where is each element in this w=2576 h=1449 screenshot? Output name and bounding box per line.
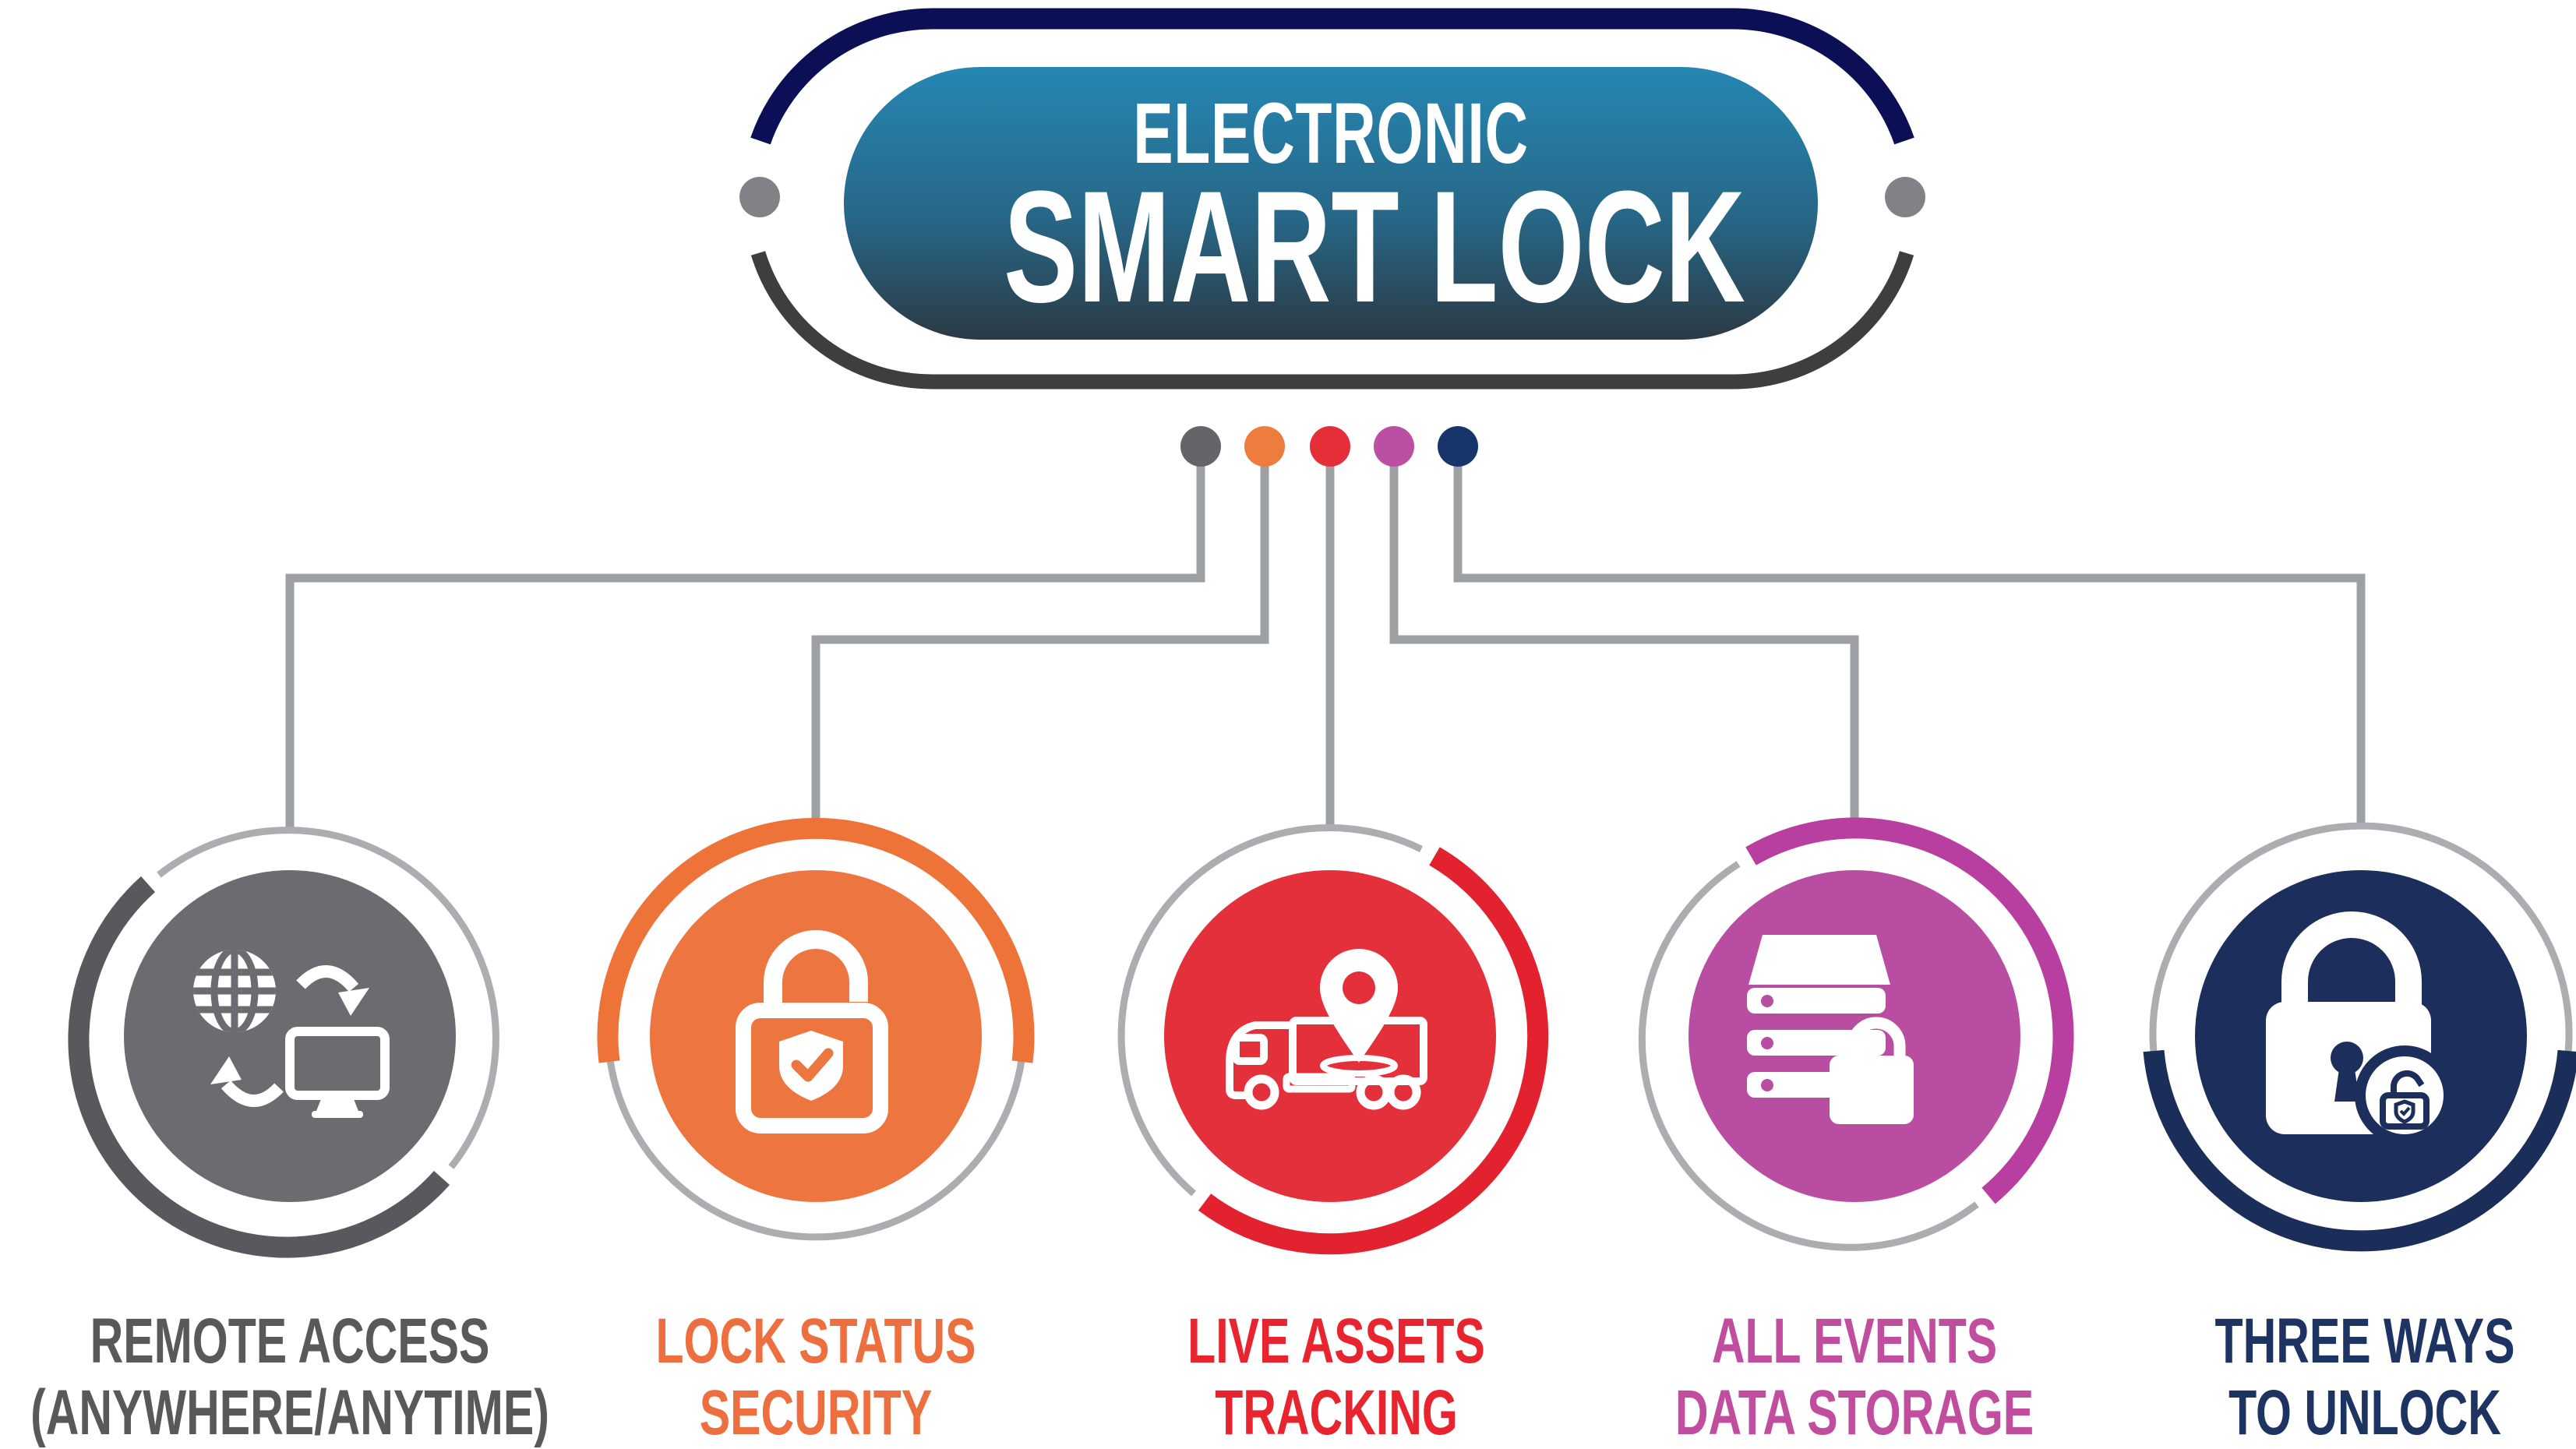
- connector-lock-status: [811, 446, 1269, 827]
- feature-disc-live-assets: [1164, 870, 1496, 1202]
- branch-dot-lock-status: [1244, 426, 1285, 467]
- feature-label-live-assets: LIVE ASSETS TRACKING: [908, 1306, 1765, 1449]
- header-title-line1: ELECTRONIC: [1133, 86, 1529, 182]
- location-pin-icon: [1320, 949, 1398, 1063]
- branch-dot-all-events: [1374, 426, 1414, 467]
- truck-wheel: [1244, 1074, 1279, 1110]
- monitor-icon: [285, 1027, 390, 1118]
- feature-ring-lock-status: [605, 1046, 1027, 1241]
- feature-ring-remote-access: [157, 827, 499, 1169]
- header-ring-top-arc: [750, 8, 1914, 145]
- sync-arrows-icon: [210, 965, 369, 1107]
- feature-label-line2: SECURITY: [699, 1377, 933, 1448]
- truck-wheel: [1385, 1074, 1421, 1110]
- feature-label-lock-status: LOCK STATUS SECURITY: [387, 1306, 1244, 1449]
- unlocked-padlock-shield-check-icon: [736, 930, 888, 1133]
- connector-remote-access: [285, 446, 1205, 827]
- feature-label-line1: REMOTE ACCESS: [90, 1306, 490, 1377]
- branch-dot-three-ways: [1438, 426, 1478, 467]
- branch-dot-live-assets: [1310, 426, 1350, 467]
- feature-label-line2: DATA STORAGE: [1674, 1377, 2034, 1448]
- check-icon: [791, 1048, 834, 1082]
- header-ring-bottom-arc: [750, 251, 1914, 390]
- feature-arc-three-ways: [2143, 1049, 2576, 1252]
- locked-padlock-unlock-badge-icon: [2266, 911, 2454, 1145]
- feature-ring-three-ways: [2149, 822, 2573, 1066]
- feature-node-all-events: [1638, 817, 2074, 1251]
- globe-icon: [193, 950, 276, 1032]
- branch-dot-remote-access: [1180, 426, 1221, 467]
- keyhole-icon: [2331, 1042, 2363, 1074]
- connector-three-ways: [1453, 446, 2366, 827]
- server-stack-padlock-icon: [1747, 935, 1914, 1124]
- feature-label-line2: TRACKING: [1215, 1377, 1458, 1448]
- feature-arc-all-events: [1745, 817, 2074, 1204]
- padlock-body: [736, 1003, 888, 1133]
- server-top: [1749, 935, 1890, 985]
- header-capsule: [844, 67, 1818, 340]
- header-side-dot-left: [739, 177, 780, 217]
- feature-label-line1: ALL EVENTS: [1711, 1306, 1998, 1377]
- feature-node-live-assets: [1117, 824, 1549, 1255]
- header-badge: [739, 8, 1925, 390]
- server-drawer: [1747, 988, 1886, 1014]
- feature-label-line1: LOCK STATUS: [655, 1306, 976, 1377]
- header-title-line2: SMART LOCK: [1004, 158, 1745, 336]
- mini-unlocked-padlock-icon: [2380, 1092, 2430, 1130]
- mini-shield-icon: [2394, 1099, 2415, 1124]
- feature-node-lock-status: [597, 817, 1035, 1241]
- feature-label-three-ways: THREE WAYS TO UNLOCK: [1936, 1306, 2576, 1449]
- feature-label-line1: THREE WAYS: [2214, 1306, 2515, 1377]
- padlock-shackle: [1847, 1017, 1906, 1056]
- truck-cab: [1226, 1021, 1293, 1099]
- padlock-body: [1830, 1056, 1914, 1124]
- feature-label-line1: LIVE ASSETS: [1187, 1306, 1485, 1377]
- feature-node-remote-access: [68, 827, 499, 1258]
- header-side-dot-right: [1885, 177, 1925, 217]
- padlock-shackle: [764, 930, 868, 1010]
- padlock-shackle: [2281, 911, 2422, 1004]
- feature-arc-lock-status: [597, 817, 1035, 1063]
- feature-ring-all-events: [1638, 861, 1979, 1251]
- feature-label-all-events: ALL EVENTS DATA STORAGE: [1426, 1306, 2283, 1449]
- feature-arc-live-assets: [1198, 847, 1549, 1255]
- branch-dots: [1180, 426, 1478, 467]
- globe-monitor-sync-icon: [193, 950, 390, 1118]
- feature-label-line2: (ANYWHERE/ANYTIME): [30, 1377, 549, 1448]
- connectors: [285, 446, 2366, 827]
- feature-label-remote-access: REMOTE ACCESS (ANYWHERE/ANYTIME): [0, 1306, 718, 1449]
- feature-node-three-ways: [2143, 822, 2576, 1252]
- feature-arc-remote-access: [68, 876, 450, 1258]
- truck-location-pin-icon: [1226, 949, 1427, 1110]
- feature-label-line2: TO UNLOCK: [2228, 1377, 2501, 1448]
- feature-ring-live-assets: [1117, 824, 1423, 1197]
- connector-all-events: [1389, 446, 1859, 827]
